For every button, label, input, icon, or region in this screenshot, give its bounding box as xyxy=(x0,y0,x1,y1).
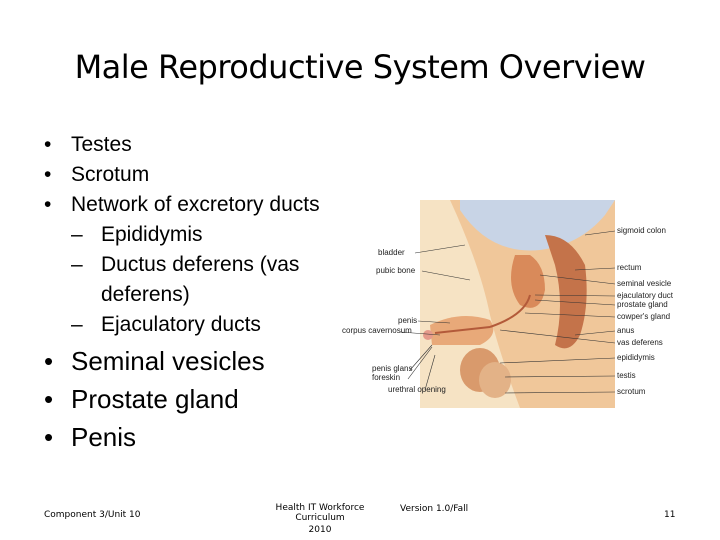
label-penis-glans: penis glans xyxy=(372,364,412,373)
footer-curriculum: Health IT Workforce Curriculum 2010 xyxy=(250,503,390,535)
footer-version: Version 1.0/Fall xyxy=(400,504,469,514)
sub-bullet-label: Ejaculatory ducts xyxy=(101,313,261,336)
bullet-excretory-ducts: Network of excretory ducts xyxy=(44,190,364,220)
anatomy-illustration xyxy=(420,200,615,408)
label-bladder: bladder xyxy=(378,248,405,257)
label-ejaculatory-duct: ejaculatory duct xyxy=(617,291,674,300)
label-pubic-bone: pubic bone xyxy=(376,266,416,275)
footer-curriculum-title: Health IT Workforce Curriculum xyxy=(275,503,365,523)
footer-component: Component 3/Unit 10 xyxy=(44,510,141,520)
diagram-right-leaders xyxy=(499,230,616,394)
diagram-left-leaders xyxy=(399,244,471,391)
diagram-right-labels: sigmoid colon rectum seminal vesicle eja… xyxy=(617,226,674,396)
dash-marker: – xyxy=(71,253,83,276)
label-testis: testis xyxy=(617,371,636,380)
label-rectum: rectum xyxy=(617,263,642,272)
bullet-testes: Testes xyxy=(44,130,364,160)
label-prostate-gland: prostate gland xyxy=(617,300,668,309)
diagram-left-labels: bladder pubic bone penis corpus cavernos… xyxy=(342,248,446,394)
label-vas-deferens: vas deferens xyxy=(617,338,663,347)
bullet-list: Testes Scrotum Network of excretory duct… xyxy=(44,130,364,456)
sub-bullet-ductus-deferens: –Ductus deferens (vas deferens) xyxy=(44,250,364,310)
dash-marker: – xyxy=(71,313,83,336)
bullet-penis: Penis xyxy=(44,418,364,456)
page-number: 11 xyxy=(664,510,676,520)
label-urethral-opening: urethral opening xyxy=(388,385,446,394)
label-anus: anus xyxy=(617,326,634,335)
bullet-prostate-gland: Prostate gland xyxy=(44,380,364,418)
dash-marker: – xyxy=(71,223,83,246)
sub-bullet-ejaculatory-ducts: –Ejaculatory ducts xyxy=(44,310,364,340)
sub-bullet-label: Epididymis xyxy=(101,223,203,246)
slide-title: Male Reproductive System Overview xyxy=(74,48,646,86)
anatomy-diagram: bladder pubic bone penis corpus cavernos… xyxy=(342,200,674,408)
sub-bullet-label: Ductus deferens (vas deferens) xyxy=(101,253,300,306)
label-seminal-vesicle: seminal vesicle xyxy=(617,279,672,288)
bullet-seminal-vesicles: Seminal vesicles xyxy=(44,342,364,380)
label-penis: penis xyxy=(398,316,417,325)
label-epididymis: epididymis xyxy=(617,353,655,362)
label-foreskin: foreskin xyxy=(372,373,400,382)
label-scrotum: scrotum xyxy=(617,387,646,396)
label-sigmoid-colon: sigmoid colon xyxy=(617,226,666,235)
footer-curriculum-year: 2010 xyxy=(308,525,332,535)
label-corpus-cavernosum: corpus cavernosum xyxy=(342,326,412,335)
label-cowpers-gland: cowper's gland xyxy=(617,312,670,321)
sub-bullet-epididymis: –Epididymis xyxy=(44,220,364,250)
bullet-scrotum: Scrotum xyxy=(44,160,364,190)
